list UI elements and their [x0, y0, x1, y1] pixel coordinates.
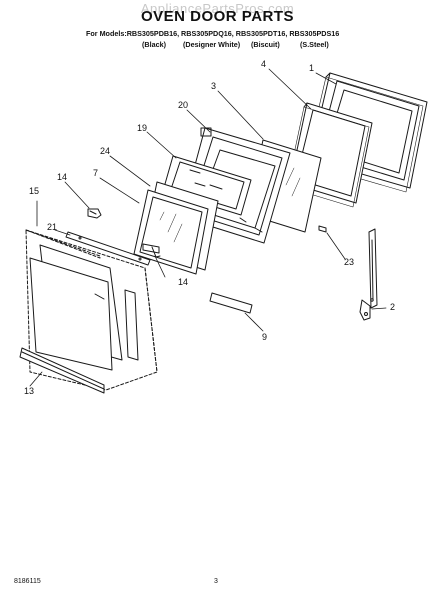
callout-20: 20: [178, 100, 189, 110]
part-21-vent-strip: [65, 231, 151, 266]
callout-24: 24: [100, 146, 111, 156]
part-9-handle-insert: [209, 292, 253, 314]
part-2-door-hinge: [359, 228, 378, 321]
models-line: For Models:RBS305PDB16, RBS305PDQ16, RBS…: [86, 29, 340, 38]
callout-7: 7: [93, 168, 99, 178]
watermark: AppliancePartsPros.com: [140, 1, 295, 16]
callout-1: 1: [309, 63, 315, 73]
callout-13: 13: [24, 386, 35, 396]
page-number: 3: [214, 578, 218, 585]
callout-9: 9: [262, 332, 268, 342]
callout-4: 4: [261, 59, 267, 69]
assembly-inner-panel: [29, 244, 139, 371]
callout-23: 23: [344, 257, 355, 267]
document-number: 8186115: [14, 578, 41, 585]
leader-lines: [29, 68, 387, 387]
callout-14-lower: 14: [178, 277, 189, 287]
part-19-heat-shield: [162, 155, 252, 216]
part-14-bracket-lower: [142, 243, 161, 258]
part-23-clip: [318, 225, 327, 233]
diagram-title: OVEN DOOR PARTS: [140, 8, 295, 25]
finish-stainless: (S.Steel): [300, 40, 329, 49]
callout-15: 15: [29, 186, 40, 196]
callout-2: 2: [390, 302, 396, 312]
callout-14-upper: 14: [57, 172, 68, 182]
finish-black: (Black): [142, 40, 166, 49]
finish-designer-white: (Designer White): [183, 40, 241, 49]
part-15-door-assembly: [25, 229, 158, 391]
callout-19: 19: [137, 123, 148, 133]
part-14-clip-upper: [87, 208, 102, 219]
finish-biscuit: (Biscuit): [251, 40, 280, 49]
part-13-bottom-trim: [19, 347, 105, 394]
callout-3: 3: [211, 81, 217, 91]
part-7-inner-glass: [133, 189, 209, 275]
callout-21: 21: [47, 222, 58, 232]
